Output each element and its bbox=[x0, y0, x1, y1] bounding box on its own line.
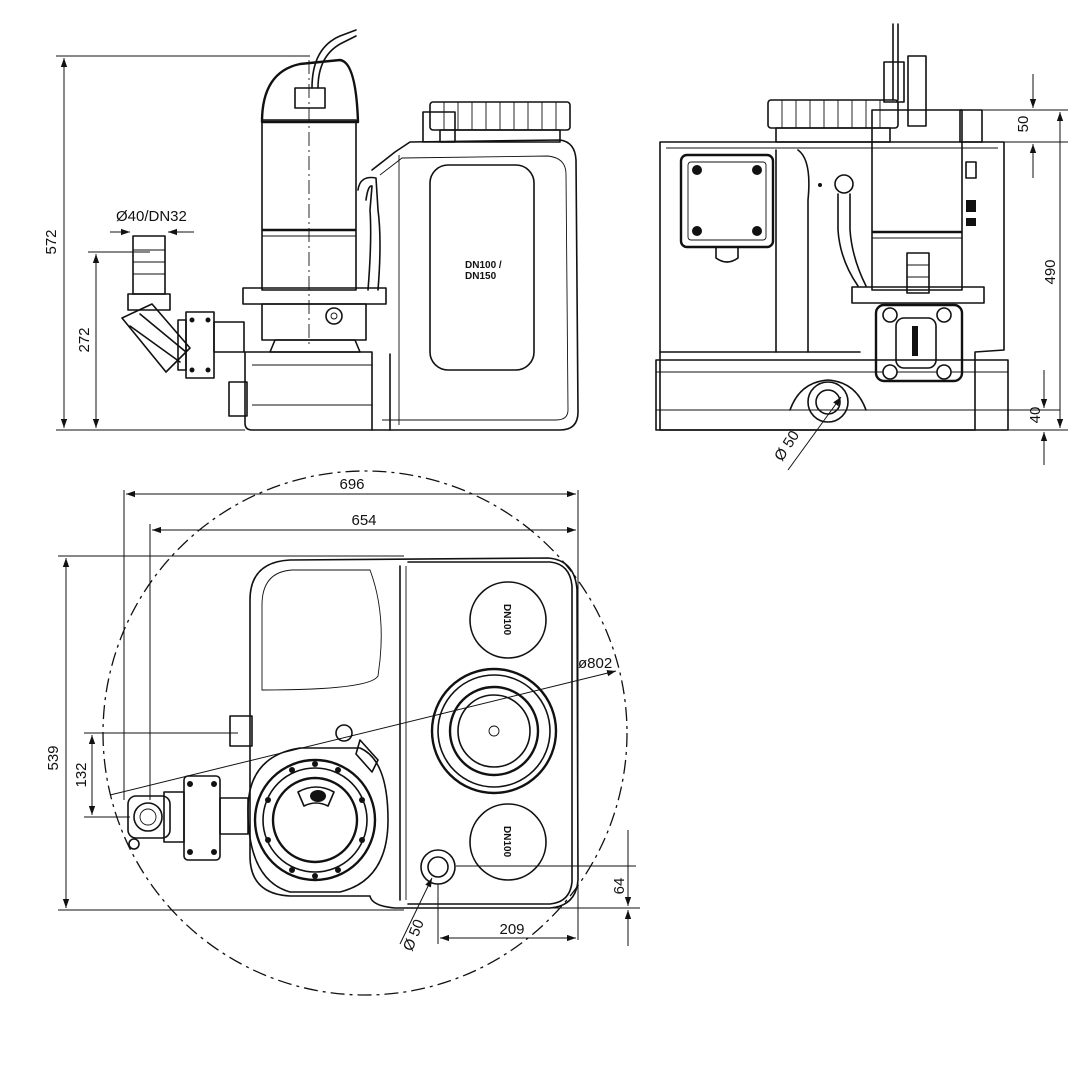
inlet-window bbox=[429, 164, 535, 371]
inlet-label-b: DN100 bbox=[501, 826, 512, 858]
power-cable bbox=[311, 29, 357, 89]
dim-width-654: 654 bbox=[351, 512, 376, 529]
top-pump-housing bbox=[247, 747, 389, 893]
front-view: 490 50 40 Ø 50 bbox=[655, 23, 1068, 471]
top-discharge-outlet bbox=[133, 802, 163, 832]
front-screw-cap bbox=[767, 99, 899, 129]
top-screw-cap bbox=[430, 667, 558, 795]
inlet-port-b bbox=[469, 803, 547, 881]
dim-outlet-offset-132: 132 bbox=[73, 762, 90, 787]
front-discharge-flange bbox=[874, 303, 964, 383]
front-port bbox=[807, 381, 849, 423]
dim-outlet-height-272: 272 bbox=[76, 327, 93, 352]
dim-top-port-diameter: Ø 50 bbox=[400, 917, 428, 954]
front-tank-body bbox=[659, 141, 1005, 431]
inlet-label-line2: DN150 bbox=[465, 271, 497, 282]
side-tank-body bbox=[371, 139, 579, 431]
dim-top-50: 50 bbox=[1015, 116, 1032, 133]
front-dimensions: 490 50 40 Ø 50 bbox=[771, 74, 1068, 471]
side-dimensions: 572 272 Ø40/DN32 bbox=[43, 55, 310, 431]
dim-height-572: 572 bbox=[43, 229, 60, 254]
front-pump-motor bbox=[871, 109, 963, 291]
front-pump-flange bbox=[851, 286, 985, 304]
top-port bbox=[420, 849, 456, 885]
inlet-port-a bbox=[469, 581, 547, 659]
inlet-label-line1: DN100 / bbox=[465, 260, 502, 271]
inlet-label-a: DN100 bbox=[501, 604, 512, 636]
top-dimensions: 696 654 539 132 ø802 64 209 Ø 50 bbox=[45, 476, 640, 953]
dim-port-offset-64: 64 bbox=[611, 878, 628, 895]
top-tank-body bbox=[249, 557, 579, 909]
discharge-nozzle bbox=[132, 235, 166, 295]
dim-port-distance-209: 209 bbox=[499, 921, 524, 938]
motor-hood bbox=[260, 58, 360, 124]
top-pump-flange bbox=[253, 758, 377, 882]
top-view: DN100 DN100 bbox=[45, 470, 640, 996]
dim-height-490: 490 bbox=[1042, 259, 1059, 284]
dim-front-port-diameter: Ø 50 bbox=[771, 428, 803, 465]
side-view: DN100 / DN150 bbox=[43, 29, 579, 431]
dim-base-40: 40 bbox=[1027, 407, 1044, 424]
discharge-elbow bbox=[121, 303, 191, 373]
junction-box bbox=[679, 153, 775, 249]
dim-outlet-diameter: Ø40/DN32 bbox=[116, 208, 187, 225]
dim-circle-diameter: ø802 bbox=[578, 655, 612, 672]
top-discharge-flange bbox=[183, 775, 221, 861]
dim-width-696: 696 bbox=[339, 476, 364, 493]
dim-depth-539: 539 bbox=[45, 745, 62, 770]
vent-hose bbox=[357, 176, 381, 291]
discharge-flange bbox=[185, 311, 215, 379]
side-base bbox=[244, 351, 373, 431]
